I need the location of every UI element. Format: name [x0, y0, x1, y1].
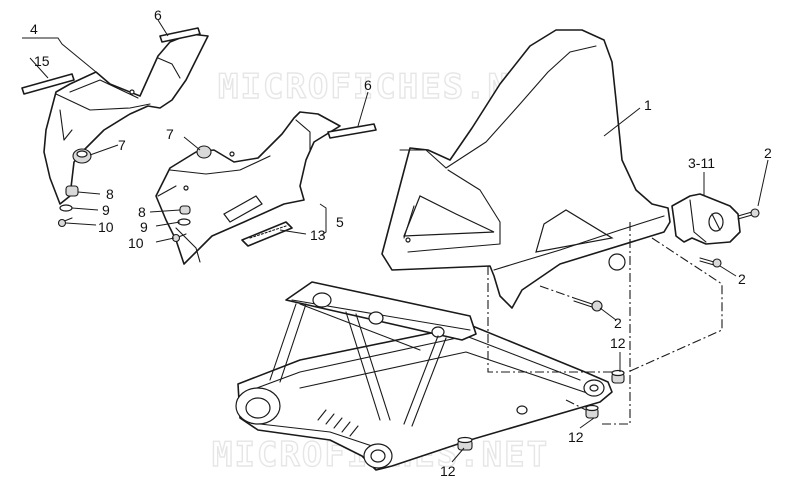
- spacer-12-right: [611, 369, 625, 384]
- callout-10-left: 10: [98, 219, 114, 235]
- strip-6-top: [159, 27, 201, 43]
- callout-12-middle: 12: [568, 429, 584, 445]
- fastener-stack-left: [57, 185, 79, 228]
- callout-5: 5: [336, 214, 344, 230]
- callout-15: 15: [34, 53, 50, 69]
- callout-2-lower: 2: [614, 315, 622, 331]
- rear-fender-part-1: [381, 29, 671, 309]
- callout-8-middle: 8: [138, 204, 146, 220]
- callout-7-left: 7: [118, 137, 126, 153]
- callouts: 4 15 6 7 8 9 10 7 6 8 9 10 13 5 1 3-11 2…: [30, 7, 772, 479]
- callout-6-middle: 6: [364, 77, 372, 93]
- bolt-2-upper: [737, 208, 760, 220]
- callout-9-left: 9: [102, 202, 110, 218]
- rubber-grommet-7-middle: [196, 145, 212, 159]
- callout-13: 13: [310, 227, 326, 243]
- strip-6-middle: [327, 123, 377, 139]
- strip-13: [241, 221, 293, 247]
- callout-3-11: 3-11: [688, 155, 715, 171]
- bolt-2-lower: [573, 297, 603, 312]
- swingarm: [235, 281, 613, 471]
- callout-2-middle: 2: [738, 271, 746, 287]
- strip-15: [21, 73, 75, 95]
- callout-12-right: 12: [610, 335, 626, 351]
- callout-4: 4: [30, 21, 38, 37]
- spacer-12-bottom: [457, 436, 473, 451]
- leader-lines: [22, 19, 769, 463]
- callout-12-bottom: 12: [440, 463, 456, 479]
- bracket-part-3-11: [671, 193, 741, 245]
- chain-guard-part-5: [155, 111, 341, 265]
- callout-10-middle: 10: [128, 235, 144, 251]
- callout-2-upper: 2: [764, 145, 772, 161]
- fastener-stack-middle: [171, 205, 191, 243]
- chain-guard-part-4: [43, 33, 209, 205]
- bolt-2-middle: [699, 257, 722, 268]
- callout-9-middle: 9: [140, 219, 148, 235]
- assembly-lines: [487, 222, 723, 425]
- spacer-12-middle: [585, 404, 599, 419]
- rubber-grommet-7-left: [72, 148, 92, 164]
- callout-1: 1: [644, 97, 652, 113]
- callout-7-middle: 7: [166, 126, 174, 142]
- callout-6-top: 6: [154, 7, 162, 23]
- callout-8-left: 8: [106, 186, 114, 202]
